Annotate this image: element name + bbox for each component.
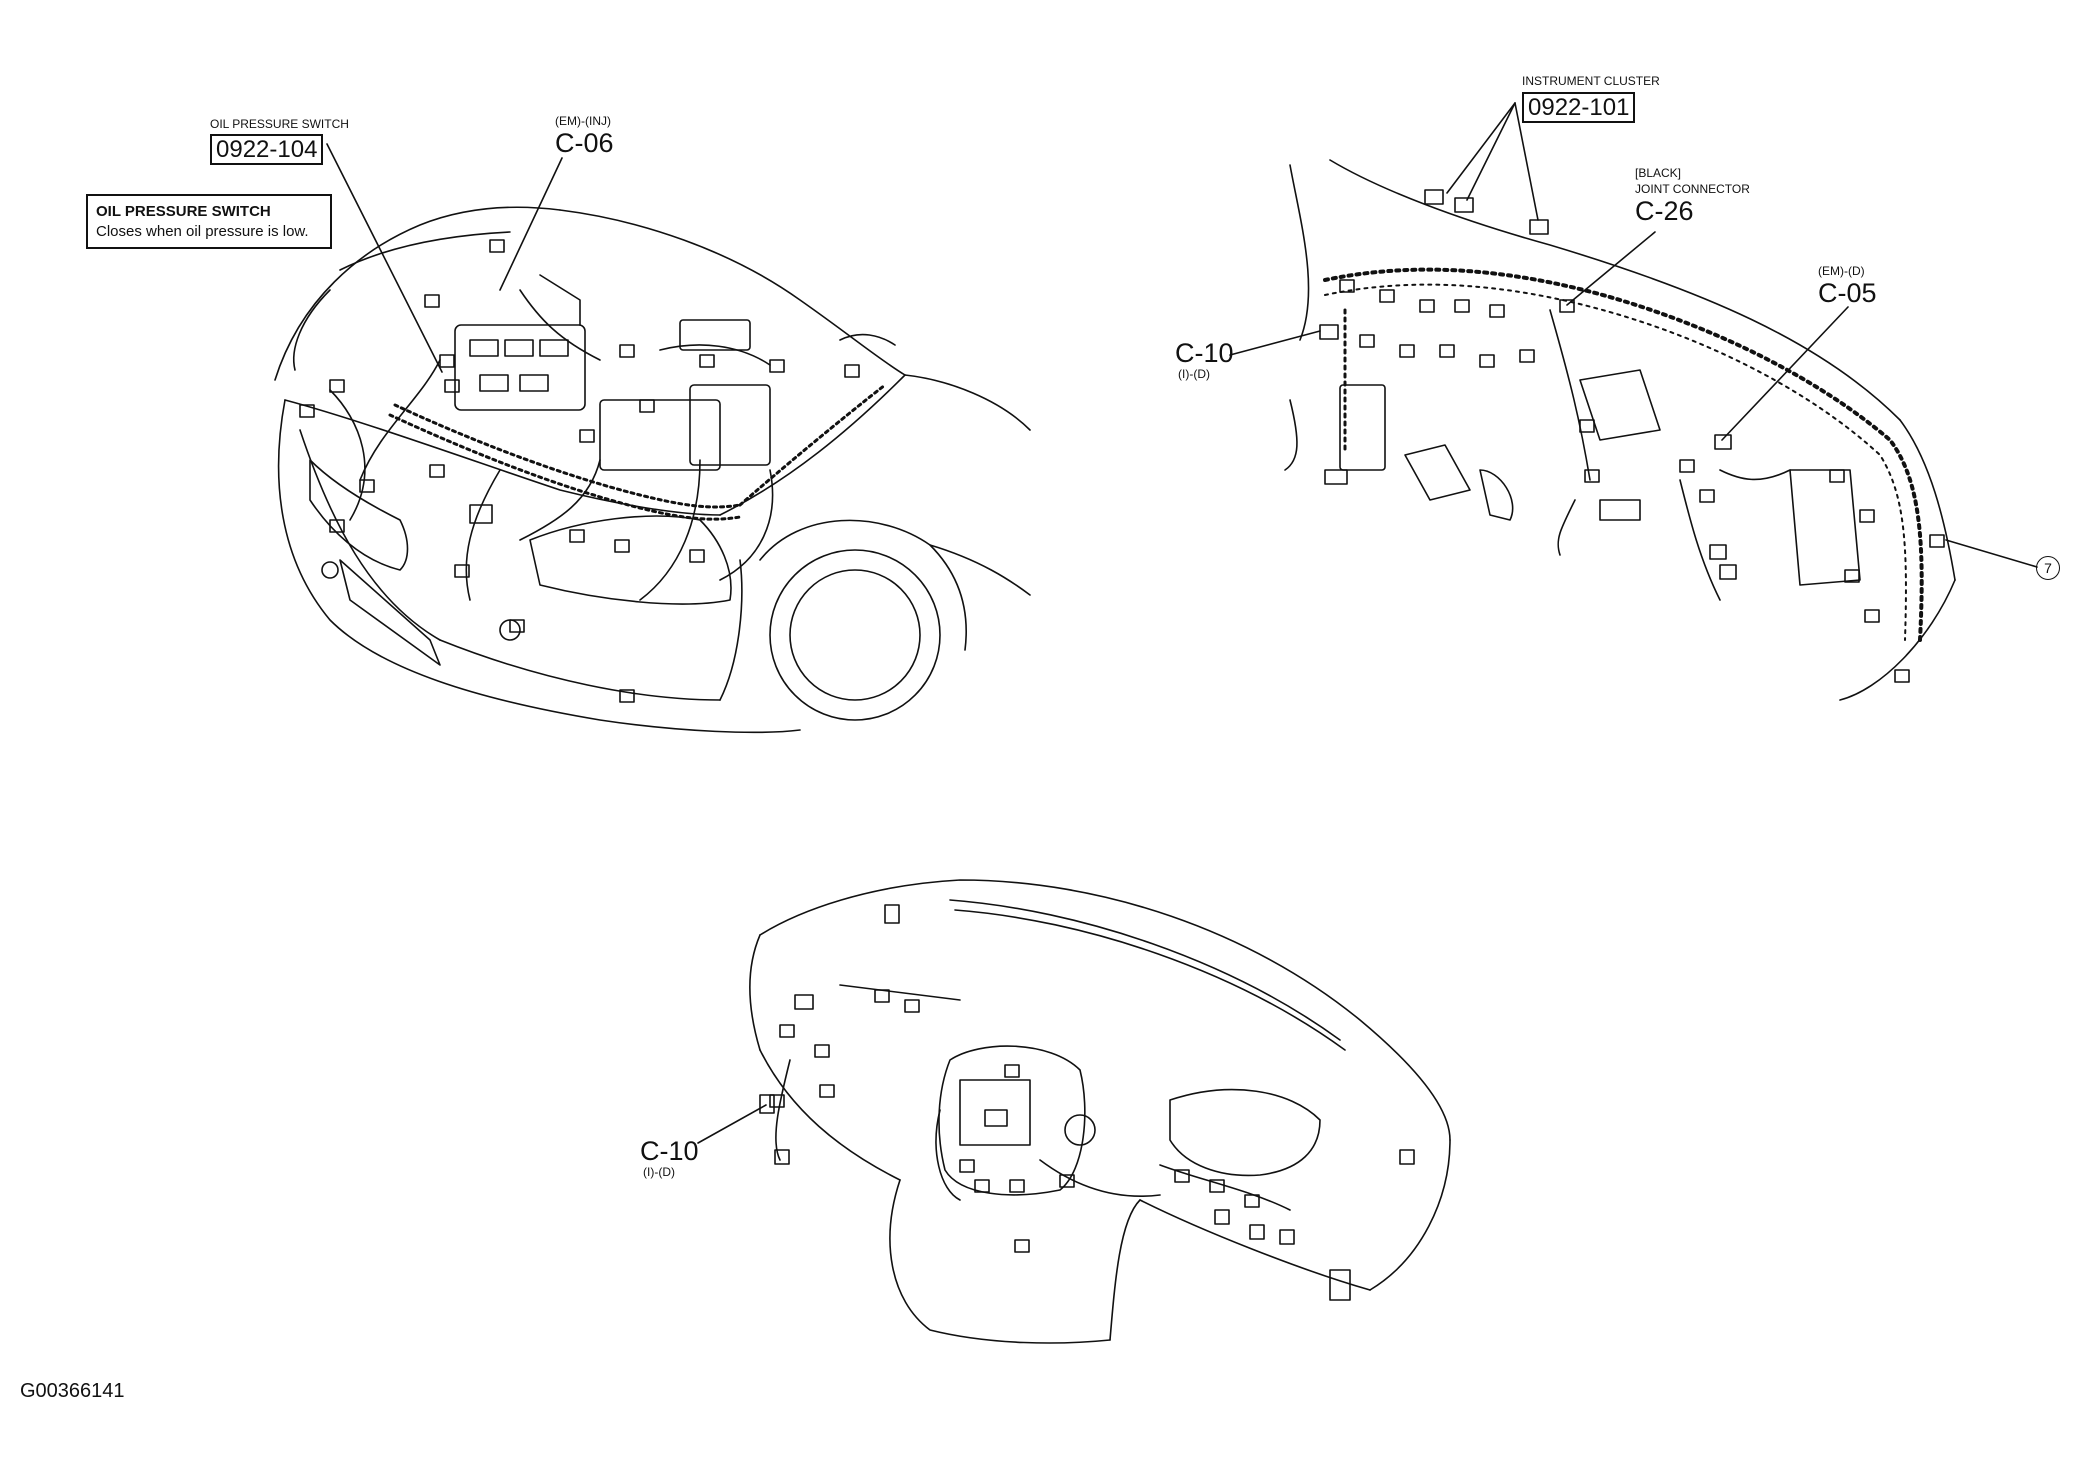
instrument-cluster-code: 0922-101: [1522, 92, 1636, 124]
c10-dash-tag: (I)-(D): [1178, 367, 1210, 381]
leader-instrument-cluster-b: [1466, 102, 1516, 201]
c26-color: [BLACK]: [1635, 166, 1682, 180]
c06-tag: (EM)-(INJ): [555, 114, 611, 128]
leader-c05: [1721, 306, 1849, 441]
callout-text: Closes when oil pressure is low.: [96, 222, 309, 240]
oil-pressure-switch-callout: OIL PRESSURE SWITCH Closes when oil pres…: [86, 194, 332, 249]
oil-pressure-switch-code: 0922-104: [210, 134, 324, 166]
engine-compartment-drawing: [274, 206, 1031, 734]
c10-dash-code: C-10: [1175, 338, 1234, 368]
c10-panel-code: C-10: [640, 1136, 699, 1166]
instrument-cluster-label: INSTRUMENT CLUSTER: [1522, 74, 1660, 88]
c05-tag: (EM)-(D): [1818, 264, 1865, 278]
instrument-panel-drawing: [749, 879, 1451, 1344]
leader-instrument-cluster-a: [1446, 102, 1516, 194]
leader-c26: [1566, 231, 1656, 306]
reference-number-7: 7: [2036, 556, 2060, 580]
leader-instrument-cluster-c: [1514, 102, 1539, 221]
leader-ref-7: [1945, 539, 2038, 568]
leader-oil-pressure-switch: [326, 143, 443, 373]
dash-harness-drawing: [1284, 159, 1956, 701]
c10-panel-tag: (I)-(D): [643, 1165, 675, 1179]
leader-c06: [499, 157, 563, 291]
c05-code: C-05: [1818, 278, 1877, 308]
oil-pressure-switch-label: OIL PRESSURE SWITCH: [210, 117, 349, 131]
figure-id: G00366141: [20, 1380, 125, 1402]
leader-c10-panel: [697, 1104, 767, 1144]
leader-c10-dash: [1229, 330, 1321, 356]
c26-label: JOINT CONNECTOR: [1635, 182, 1750, 196]
c26-code: C-26: [1635, 196, 1694, 226]
callout-title: OIL PRESSURE SWITCH: [96, 203, 271, 220]
c06-code: C-06: [555, 128, 614, 158]
